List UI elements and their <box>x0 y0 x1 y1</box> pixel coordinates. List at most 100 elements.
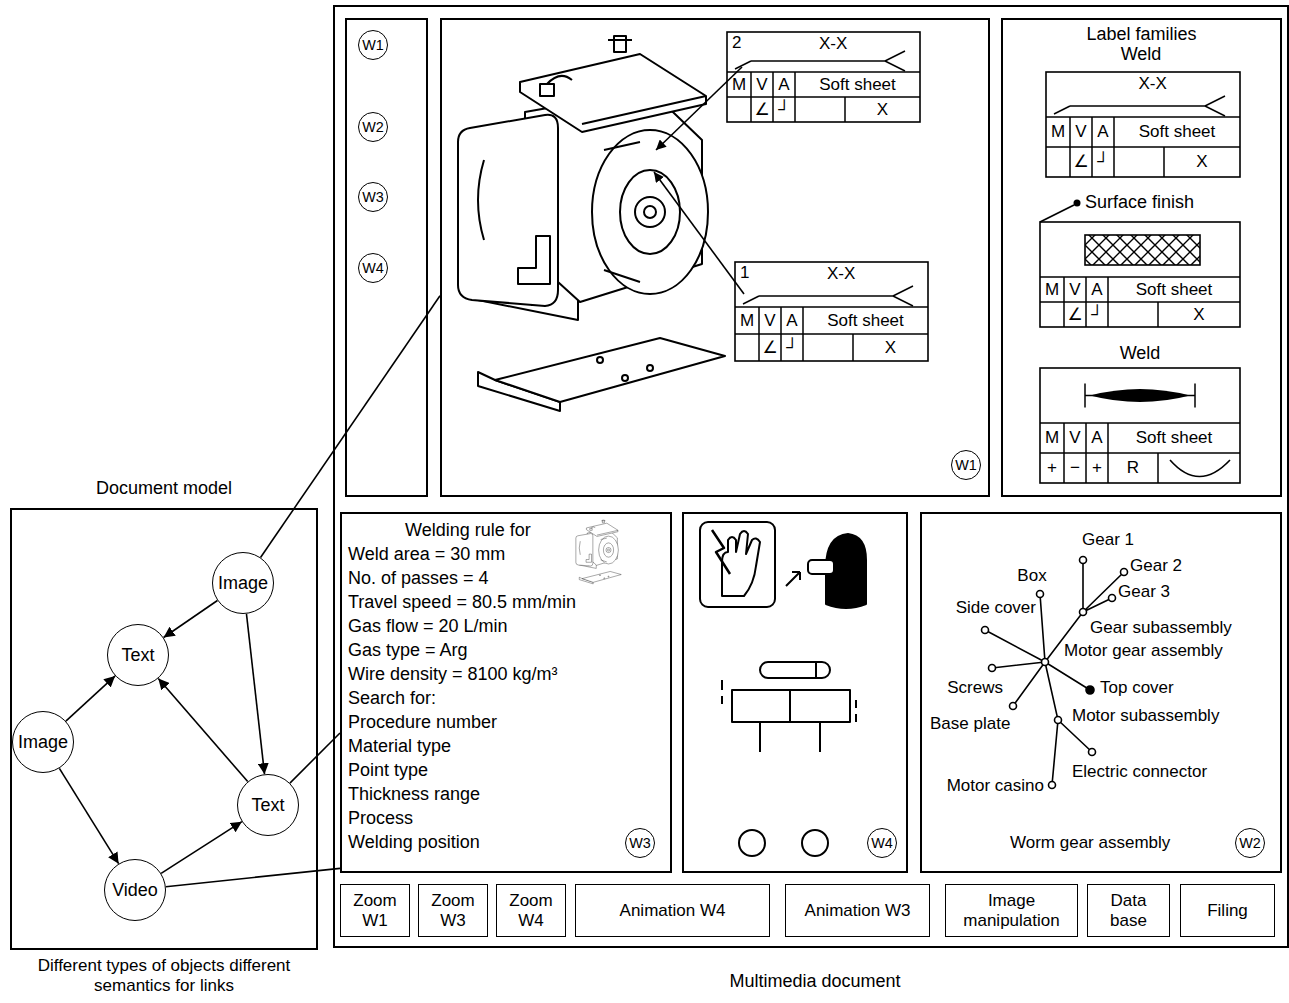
grid-line <box>1107 277 1109 327</box>
node-text: Label families <box>1003 24 1280 45</box>
part-name: Box <box>1017 566 1046 586</box>
node-text: Search for: <box>348 688 436 709</box>
image-window: W1 <box>440 18 990 497</box>
table-cell: ┘ <box>1097 152 1109 172</box>
node-text: No. of passes = 4 <box>348 568 489 589</box>
connector <box>166 868 340 886</box>
grid-line <box>735 61 751 69</box>
menu-button: Image manipulation <box>945 884 1078 937</box>
window-circle: W4 <box>867 828 897 858</box>
table-cell: + <box>1047 458 1057 478</box>
grid-line <box>780 307 782 361</box>
document-frame: Multimedia documentW1W2W3W4W1Label famil… <box>333 5 1289 948</box>
connector <box>164 601 218 638</box>
menu-button: Animation W3 <box>785 884 930 937</box>
grid-line <box>1040 452 1240 454</box>
grid-line <box>1157 453 1159 483</box>
table-cell: Soft sheet <box>1139 122 1216 142</box>
table-cell: V <box>764 311 775 331</box>
table-cell: V <box>756 75 767 95</box>
animation-window: W4 <box>682 512 908 873</box>
node-text: Wire density = 8100 kg/m³ <box>348 664 558 685</box>
node-text: Welding position <box>348 832 480 853</box>
grid-line <box>893 286 913 296</box>
grid-line <box>802 307 804 361</box>
button-label: Zoom W1 <box>345 891 405 930</box>
part-name: Gear 3 <box>1118 582 1170 602</box>
part-name: Side cover <box>956 598 1036 618</box>
table-cell: ┘ <box>778 100 790 120</box>
grid-line <box>735 333 928 335</box>
node-text: Thickness range <box>348 784 480 805</box>
node-text: Gas type = Arg <box>348 640 468 661</box>
menu-button: Zoom W1 <box>340 884 410 937</box>
grid-line <box>772 72 774 122</box>
table-cell: + <box>1092 458 1102 478</box>
node-text: Gas flow = 20 L/min <box>348 616 508 637</box>
table-cell: M <box>1051 122 1065 142</box>
grid-line <box>1091 117 1093 177</box>
table-cell: X <box>885 338 896 358</box>
grid-line <box>1205 106 1225 116</box>
connector <box>158 678 247 781</box>
window-circle: W1 <box>951 450 981 480</box>
grid-line <box>1040 422 1240 424</box>
grid-line <box>1063 277 1065 327</box>
table-cell: − <box>1070 458 1080 478</box>
part-name: Electric connector <box>1072 762 1207 782</box>
button-label: Zoom W3 <box>423 891 483 930</box>
part-name: Motor subassembly <box>1072 706 1219 726</box>
grid-line <box>1085 423 1087 483</box>
menu-button: Filing <box>1180 884 1275 937</box>
text-circle: Text <box>237 774 299 836</box>
node-text: Document model <box>12 478 316 499</box>
node-label: W2 <box>1239 835 1261 852</box>
window-circle: W3 <box>625 828 655 858</box>
node-text: Welding rule for <box>405 520 531 541</box>
grid-line <box>885 51 905 61</box>
grid-line <box>1046 116 1240 118</box>
label-table <box>1040 222 1240 327</box>
menu-button: Zoom W4 <box>496 884 566 937</box>
table-cell: R <box>1127 458 1139 478</box>
table-cell: ┘ <box>1091 305 1103 325</box>
table-cell: A <box>1097 122 1108 142</box>
menu-button: Data base <box>1087 884 1170 937</box>
table-cell: V <box>1069 428 1080 448</box>
node-label: W1 <box>362 37 384 54</box>
table-cell: Weld <box>1121 44 1162 65</box>
motor-drawing <box>458 36 725 411</box>
connector <box>59 768 118 863</box>
grid-line <box>1046 146 1240 148</box>
node-label: W2 <box>362 119 384 136</box>
node-label: Video <box>112 880 158 901</box>
window-circle: W4 <box>358 253 388 283</box>
grid-line <box>1069 117 1071 177</box>
node-label: Text <box>251 795 284 816</box>
table-cell: X <box>1196 152 1207 172</box>
grid-line <box>885 61 905 71</box>
table-cell: X-X <box>1139 74 1167 94</box>
table-cell: ┘ <box>786 338 798 358</box>
table-cell: ∠ <box>1067 305 1082 325</box>
grid-line <box>1085 277 1087 327</box>
table-cell: A <box>1091 428 1102 448</box>
button-label: Image manipulation <box>954 891 1069 930</box>
grid-line <box>1194 384 1196 408</box>
menu-button: Animation W4 <box>575 884 770 937</box>
table-cell: Surface finish <box>1085 192 1194 213</box>
button-label: Filing <box>1207 901 1248 921</box>
connector <box>246 614 264 774</box>
surface-finish-leader <box>1040 200 1081 223</box>
connector <box>261 296 440 558</box>
node-text: Travel speed = 80.5 mm/min <box>348 592 576 613</box>
table-cell: X <box>1193 305 1204 325</box>
grid-line <box>1084 384 1086 408</box>
table-cell: 2 <box>732 33 741 53</box>
grid-line <box>743 296 759 304</box>
part-name: Motor casino <box>947 776 1044 796</box>
grid-line <box>1063 423 1065 483</box>
table-cell: M <box>1045 280 1059 300</box>
